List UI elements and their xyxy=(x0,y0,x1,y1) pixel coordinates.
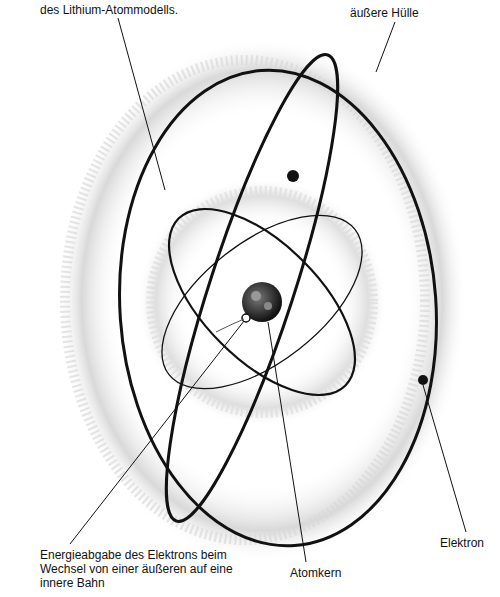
inner-orbit xyxy=(132,182,392,422)
leader-line xyxy=(268,322,306,562)
outer-orbit xyxy=(104,60,452,557)
nucleus xyxy=(242,282,282,322)
note-label: Energieabgabe des Elektrons beim Wechsel… xyxy=(40,548,240,590)
outer-shell xyxy=(57,38,467,562)
electron xyxy=(242,314,250,322)
part-label: äußere Hülle xyxy=(350,6,470,20)
nucleus-particle xyxy=(251,291,261,301)
transition-path xyxy=(216,319,244,332)
electron xyxy=(418,375,428,385)
leader-line xyxy=(376,22,395,72)
inner-shell xyxy=(137,177,387,427)
leader-line xyxy=(118,18,165,190)
electron xyxy=(287,170,299,182)
leader-line xyxy=(423,385,466,532)
tilted-orbit xyxy=(136,42,367,534)
leader-line xyxy=(70,321,244,544)
inner-orbit xyxy=(138,178,387,427)
part-label: Elektron xyxy=(440,536,496,550)
part-label: Atomkern xyxy=(290,566,370,580)
nucleus-particle xyxy=(264,302,272,310)
caption-fragment: des Lithium-Atommodells. xyxy=(40,3,240,17)
